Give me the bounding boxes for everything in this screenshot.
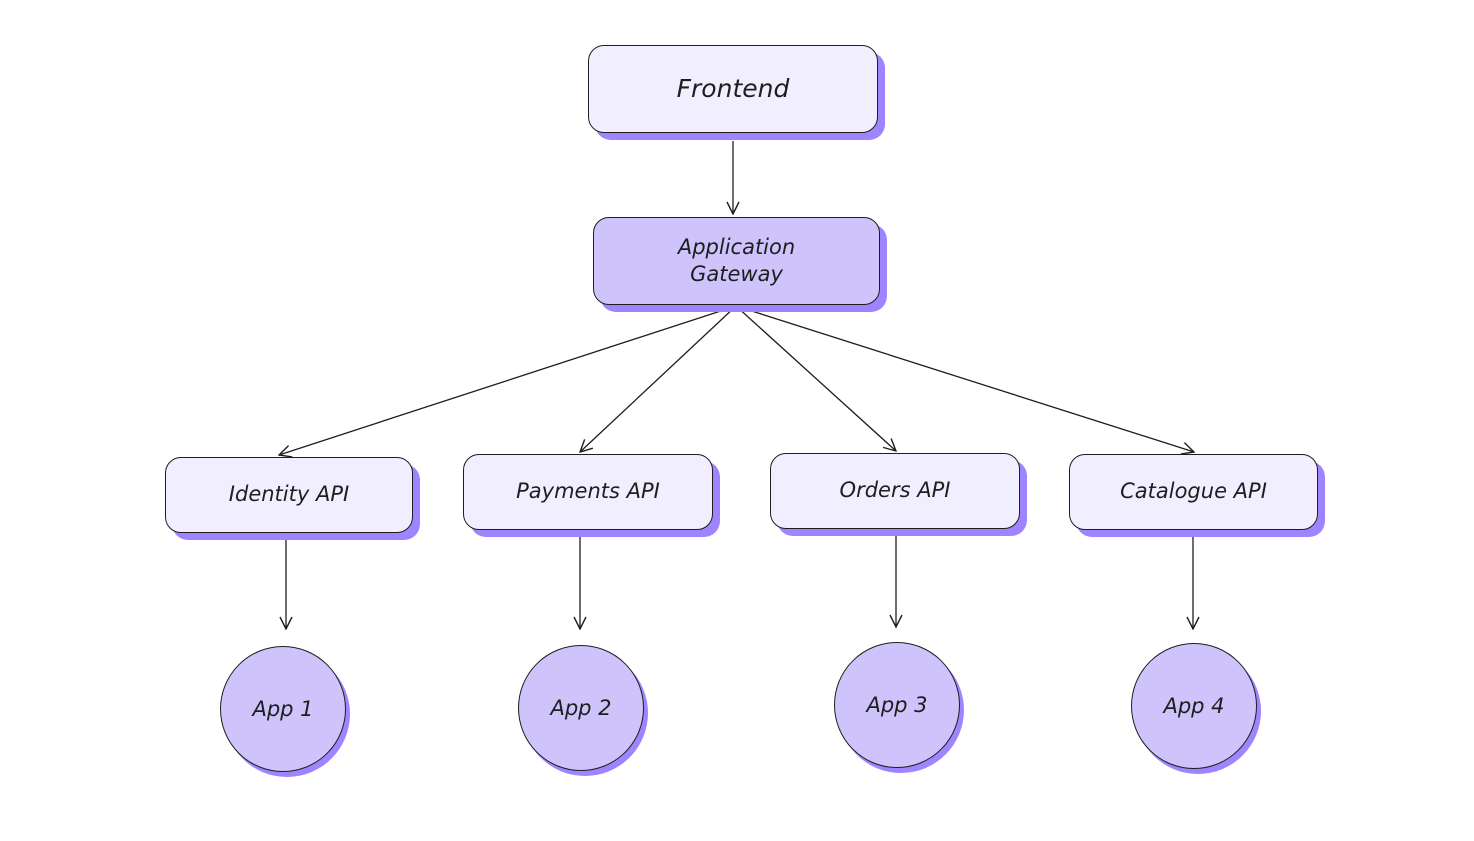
app-3-label: App 3 (866, 693, 928, 717)
application-gateway-node[interactable]: Application Gateway (593, 217, 880, 305)
app-3-node[interactable]: App 3 (834, 642, 960, 768)
arrow-gateway-to-payments-api (580, 305, 737, 452)
frontend-label: Frontend (676, 73, 790, 103)
catalogue-api-label: Catalogue API (1120, 479, 1267, 504)
app-4-label: App 4 (1163, 694, 1225, 718)
identity-api-node[interactable]: Identity API (165, 457, 413, 533)
frontend-node[interactable]: Frontend (588, 45, 878, 133)
orders-api-label: Orders API (839, 478, 951, 503)
app-2-label: App 2 (550, 696, 612, 720)
app-4-node[interactable]: App 4 (1131, 643, 1257, 769)
arrow-gateway-to-orders-api (735, 305, 896, 451)
catalogue-api-node[interactable]: Catalogue API (1069, 454, 1318, 530)
application-gateway-label: Application Gateway (677, 234, 796, 286)
orders-api-node[interactable]: Orders API (770, 453, 1020, 529)
payments-api-label: Payments API (516, 479, 660, 504)
app-2-node[interactable]: App 2 (518, 645, 644, 771)
arrow-gateway-to-identity-api (279, 305, 737, 455)
arrow-gateway-to-catalogue-api (735, 305, 1194, 452)
identity-api-label: Identity API (228, 482, 350, 507)
app-1-label: App 1 (252, 697, 314, 721)
app-1-node[interactable]: App 1 (220, 646, 346, 772)
payments-api-node[interactable]: Payments API (463, 454, 713, 530)
